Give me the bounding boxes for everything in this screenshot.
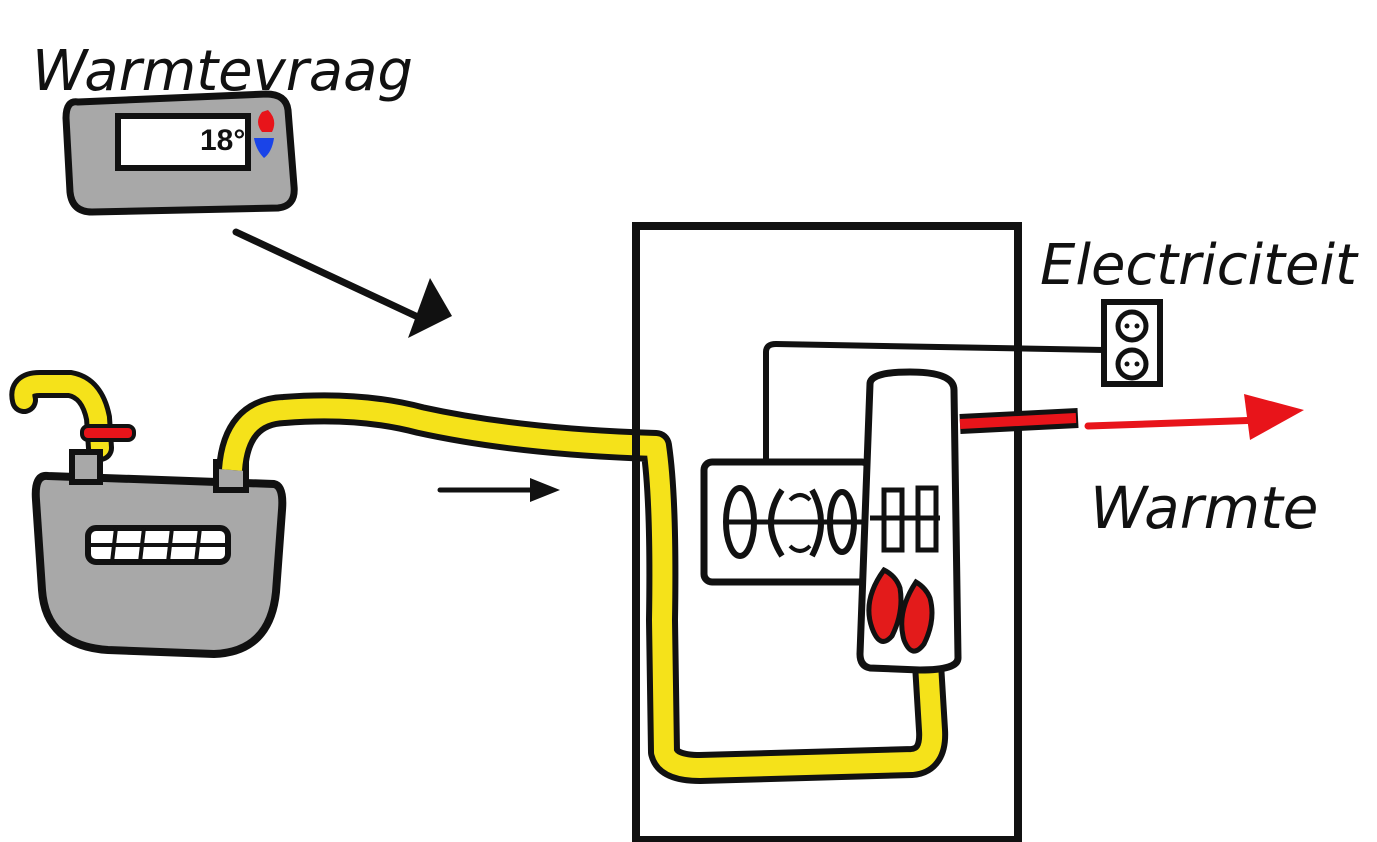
gas-meter-icon: [9, 370, 287, 658]
flame-icon: [899, 578, 935, 654]
electric-wire: [763, 340, 1105, 464]
engine-icon: [700, 458, 900, 586]
heat-pipe: [959, 408, 1079, 434]
thermostat-icon: 18°: [62, 90, 298, 216]
flame-icon: [866, 566, 904, 644]
gas-pipe: [216, 392, 949, 784]
boiler-column: [856, 368, 962, 674]
heat-output-arrow: [1084, 394, 1304, 440]
temperature-up-icon: [258, 110, 275, 132]
demand-arrow: [232, 228, 452, 338]
temperature-down-icon: [254, 138, 274, 158]
micro-chp-cabinet: [632, 222, 1022, 842]
electricity-label: Electriciteit: [1040, 233, 1359, 298]
heat-label: Warmte: [1090, 474, 1319, 542]
gas-flow-arrow: [437, 478, 560, 502]
power-outlet-icon: [1101, 299, 1163, 387]
thermostat-temperature: 18°: [200, 124, 245, 157]
